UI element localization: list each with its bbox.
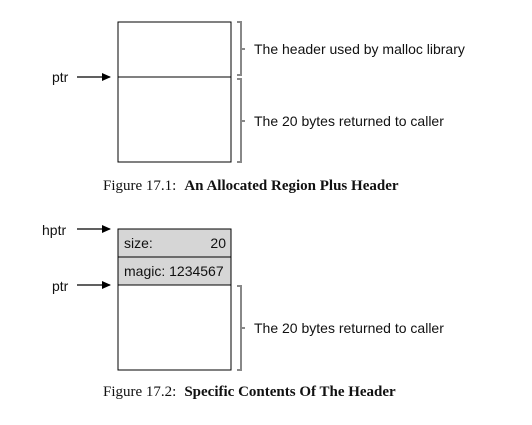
body-label: The 20 bytes returned to caller [254,113,444,129]
size-label: size: [124,235,153,251]
caption-prefix: Figure 17.2: [103,384,176,400]
figure-caption: Figure 17.2: Specific Contents Of The He… [103,383,396,400]
body-region [117,284,232,371]
ptr-label: ptr [52,69,69,85]
caption-prefix: Figure 17.1: [103,178,176,194]
ptr-label: ptr [52,278,69,294]
body-brace [237,285,245,371]
header-brace [237,21,245,76]
caption-title: An Allocated Region Plus Header [184,178,399,194]
header-label: The header used by malloc library [254,41,465,57]
header-region [117,21,232,78]
size-value: 20 [210,235,226,251]
figure-caption: Figure 17.1: An Allocated Region Plus He… [103,177,399,194]
figure-17-1: ptr The header used by malloc library Th… [52,21,465,194]
magic-field [117,256,232,286]
hptr-label: hptr [42,222,66,238]
body-brace [237,78,245,163]
figure-17-2: size: 20 magic: 1234567 hptr ptr The 20 … [42,222,444,400]
body-region [117,76,232,163]
body-label: The 20 bytes returned to caller [254,320,444,336]
magic-label: magic: 1234567 [124,263,224,279]
caption-title: Specific Contents Of The Header [184,384,396,400]
